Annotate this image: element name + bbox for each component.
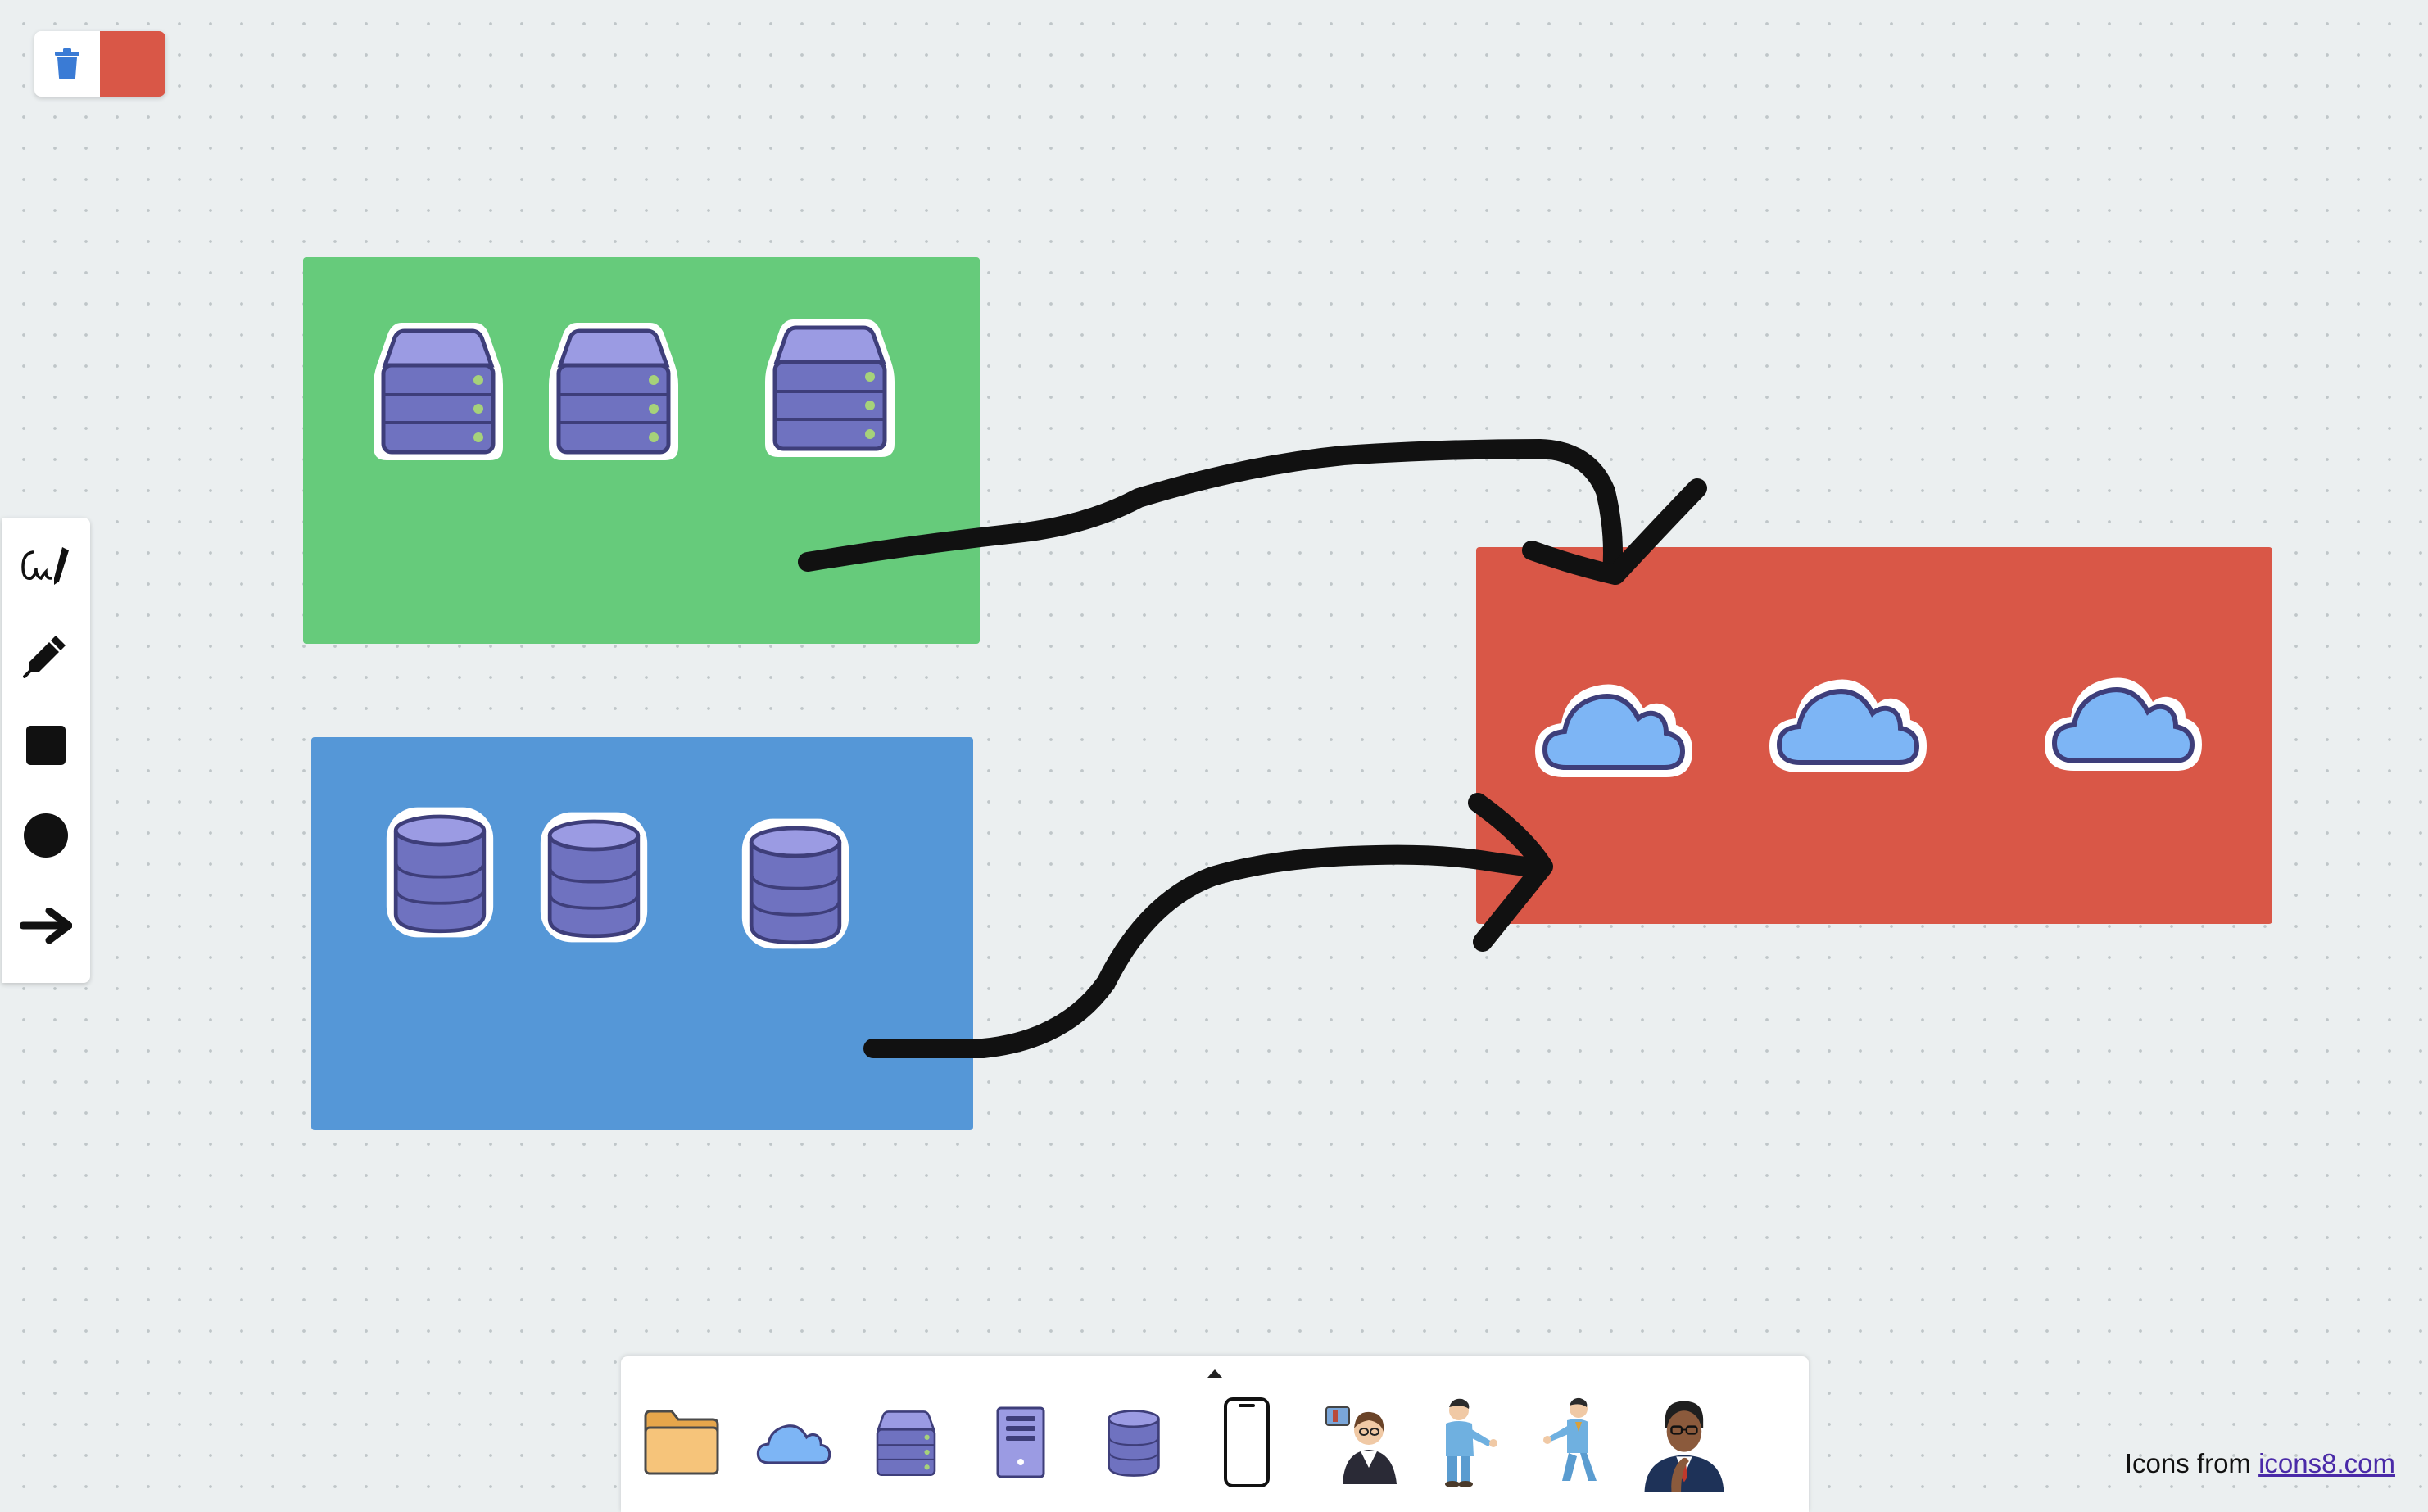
scribble-tool-button[interactable] — [2, 524, 90, 606]
selection-toolbar — [34, 31, 165, 97]
icons-credit: Icons from icons8.com — [2125, 1448, 2395, 1479]
circle-icon — [24, 813, 68, 858]
databases-to-cloud-arrow[interactable] — [863, 844, 1550, 1059]
credit-prefix: Icons from — [2124, 1448, 2251, 1478]
palette-database[interactable] — [1085, 1389, 1183, 1496]
palette-folder[interactable] — [632, 1389, 731, 1496]
palette-server[interactable] — [857, 1389, 955, 1496]
color-swatch[interactable] — [100, 31, 165, 97]
scribble-pen-icon — [21, 547, 69, 585]
businessman-pointing-icon — [1445, 1398, 1497, 1487]
palette-server-tower[interactable] — [972, 1389, 1070, 1496]
databases-to-cloud-arrowhead — [1468, 793, 1553, 952]
palette-cloud[interactable] — [744, 1389, 842, 1496]
palette-scroll-caret[interactable] — [1207, 1369, 1222, 1378]
credit-link[interactable]: icons8.com — [2258, 1448, 2395, 1478]
square-icon — [26, 726, 66, 765]
arrow-icon — [20, 908, 72, 944]
server-icon — [869, 1404, 943, 1481]
rectangle-tool-button[interactable] — [2, 704, 90, 786]
circle-tool-button[interactable] — [2, 794, 90, 876]
database-icon — [1101, 1403, 1166, 1482]
thinking-man-icon — [1644, 1401, 1724, 1492]
pen-tool-button[interactable] — [2, 614, 90, 696]
server-tower-icon — [996, 1406, 1045, 1478]
pen-icon — [23, 636, 66, 678]
icon-palette — [621, 1356, 1809, 1512]
businessman-walking-icon — [1543, 1397, 1597, 1481]
mobile-phone-icon — [1224, 1397, 1270, 1487]
servers-to-cloud-arrow[interactable] — [798, 439, 1623, 583]
arrow-tool-button[interactable] — [2, 885, 90, 967]
palette-businessman-walking[interactable] — [1525, 1389, 1624, 1496]
servers-to-cloud-arrowhead — [1522, 478, 1707, 585]
delete-button[interactable] — [34, 31, 100, 97]
drawing-tools-panel — [2, 518, 90, 983]
cloud-icon — [750, 1412, 836, 1473]
trash-icon — [55, 48, 79, 79]
palette-woman-with-laptop[interactable] — [1311, 1389, 1409, 1496]
palette-mobile-phone[interactable] — [1198, 1389, 1296, 1496]
palette-thinking-man[interactable] — [1633, 1389, 1732, 1496]
folder-icon — [644, 1410, 719, 1475]
woman-with-laptop-icon — [1325, 1406, 1397, 1484]
palette-businessman-pointing[interactable] — [1417, 1389, 1515, 1496]
